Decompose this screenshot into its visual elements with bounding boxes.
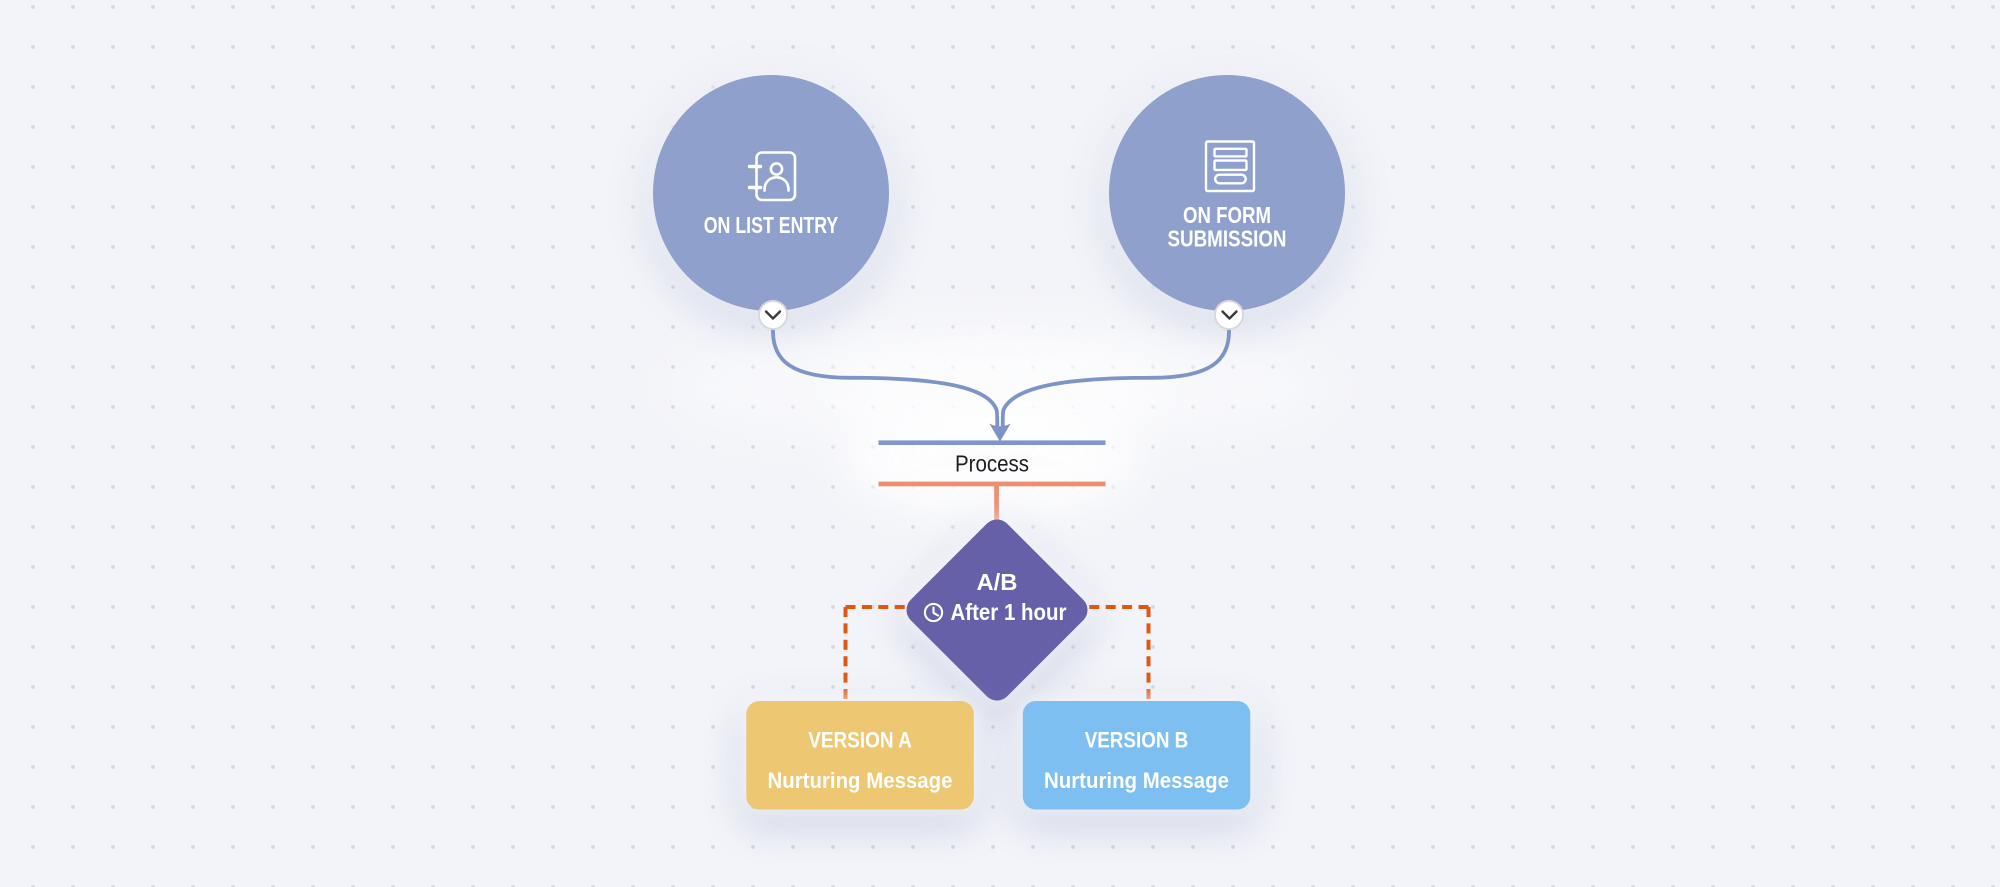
svg-text:ON FORM: ON FORM	[1183, 202, 1271, 228]
svg-text:Nurturing Message: Nurturing Message	[1044, 768, 1229, 793]
svg-text:VERSION A: VERSION A	[808, 727, 912, 752]
svg-text:SUBMISSION: SUBMISSION	[1168, 225, 1287, 251]
svg-text:After 1 hour: After 1 hour	[951, 599, 1067, 625]
svg-text:ON LIST ENTRY: ON LIST ENTRY	[704, 212, 839, 238]
svg-text:VERSION B: VERSION B	[1085, 727, 1189, 752]
svg-text:Nurturing Message: Nurturing Message	[768, 768, 953, 793]
svg-text:A/B: A/B	[977, 569, 1018, 595]
svg-text:Process: Process	[955, 451, 1029, 477]
